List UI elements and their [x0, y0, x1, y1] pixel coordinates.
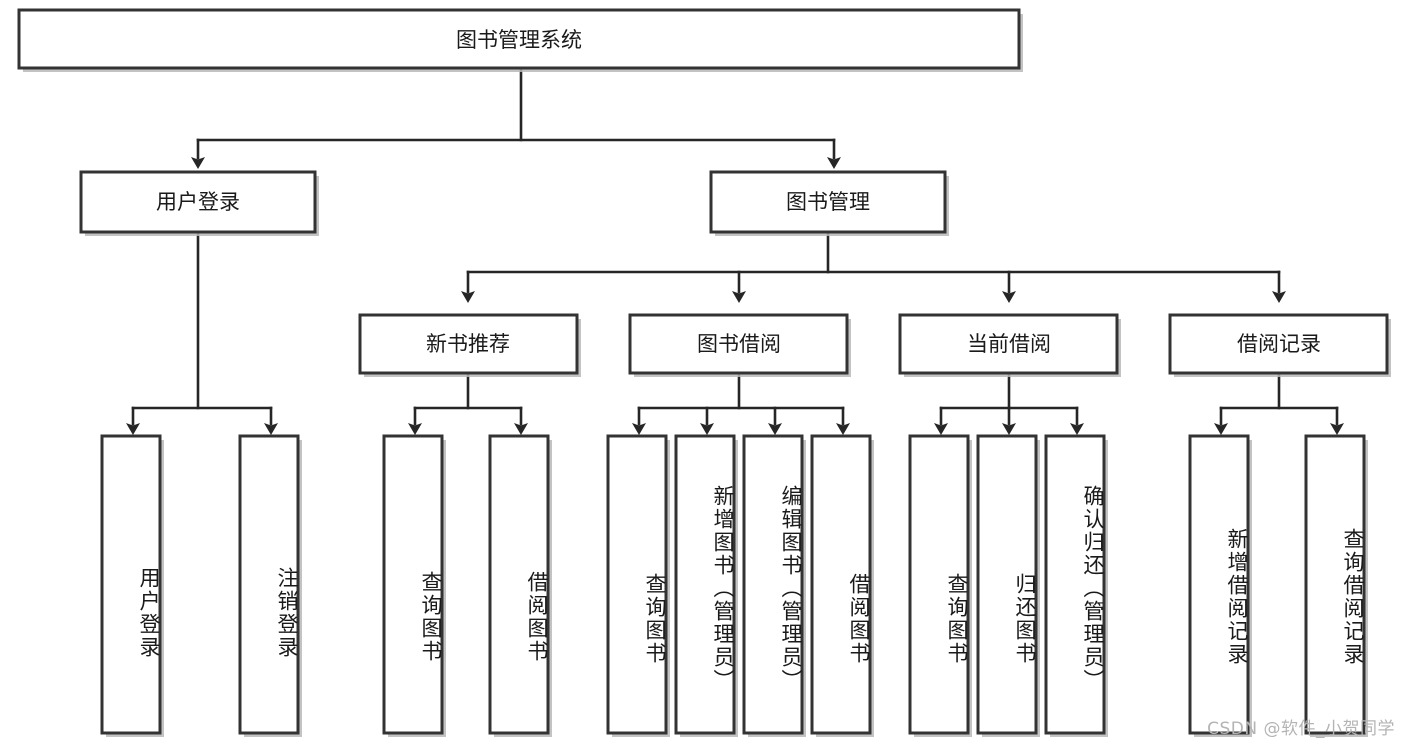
leaf-node-borrow-book-1[interactable] — [488, 434, 552, 737]
connector-newbook-to-leaves — [408, 373, 528, 435]
node-book-manage-label: 图书管理 — [786, 190, 870, 214]
node-root[interactable]: 图书管理系统 — [17, 8, 1023, 72]
leaf-node-confirm-return[interactable] — [1044, 434, 1108, 737]
leaf-node-add-book[interactable] — [674, 434, 738, 737]
leaf-node-add-record[interactable] — [1188, 434, 1252, 737]
node-borrow-record[interactable]: 借阅记录 — [1168, 313, 1391, 377]
leaf-node-query-book-2[interactable] — [606, 434, 670, 737]
leaf-node-query-book-3[interactable] — [908, 434, 972, 737]
watermark: CSDN @软件_小贺同学 — [1207, 719, 1395, 739]
connector-currentborrow-to-leaves — [934, 373, 1084, 435]
leaf-node-query-book-1[interactable] — [382, 434, 446, 737]
connector-borrowrecord-to-leaves — [1214, 373, 1344, 435]
leaf-node-edit-book[interactable] — [742, 434, 806, 737]
leaf-node-logout-login[interactable] — [238, 434, 302, 737]
connector-bookmanage-to-level3 — [461, 231, 1286, 303]
node-user-login-label: 用户登录 — [156, 190, 240, 214]
leaf-node-user-login[interactable] — [100, 434, 164, 737]
leaf-node-query-record[interactable] — [1304, 434, 1368, 737]
node-new-book-recommend-label: 新书推荐 — [426, 332, 510, 356]
node-borrow-record-label: 借阅记录 — [1237, 332, 1321, 356]
node-current-borrow[interactable]: 当前借阅 — [898, 313, 1121, 377]
leaf-node-borrow-book-2[interactable] — [810, 434, 874, 737]
connector-userlogin-to-leaves — [126, 231, 278, 435]
node-book-manage[interactable]: 图书管理 — [709, 170, 949, 236]
node-user-login[interactable]: 用户登录 — [79, 170, 319, 236]
node-current-borrow-label: 当前借阅 — [967, 332, 1051, 356]
leaf-node-return-book[interactable] — [976, 434, 1040, 737]
node-book-borrow-label: 图书借阅 — [697, 332, 781, 356]
connector-root-to-level2 — [191, 68, 841, 169]
connector-bookborrow-to-leaves — [632, 373, 850, 435]
node-book-borrow[interactable]: 图书借阅 — [628, 313, 851, 377]
node-new-book-recommend[interactable]: 新书推荐 — [358, 313, 581, 377]
node-root-label: 图书管理系统 — [456, 28, 582, 52]
